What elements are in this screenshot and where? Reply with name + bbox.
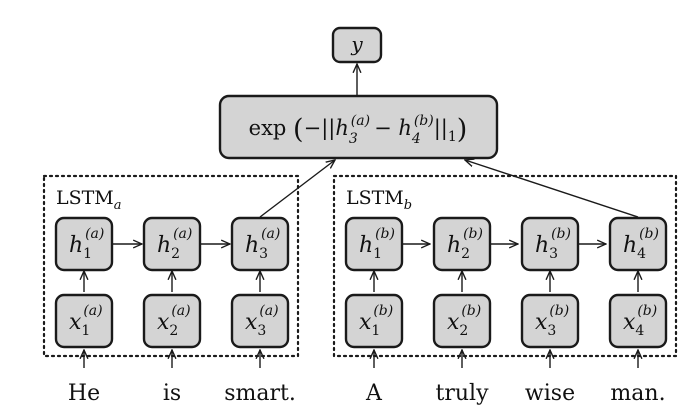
hidden-node-a-3-label: h3(a): [245, 226, 280, 262]
similarity-node: [218, 94, 499, 160]
input-node-a-2-label: x2(a): [157, 303, 191, 339]
hidden-node-a-2-label: h2(a): [157, 226, 192, 262]
word-b-1: A: [365, 381, 383, 406]
lstm-b-frame: [332, 174, 678, 358]
hidden-node-b-3-label: h3(b): [535, 226, 571, 262]
input-node-a-2: x2(a): [142, 293, 202, 349]
hidden-node-b-4-label: h4(b): [623, 226, 659, 262]
hidden-node-b-1-box: [344, 216, 404, 272]
hidden-node-a-1: h1(a): [54, 216, 114, 272]
hidden-node-a-1-box: [54, 216, 114, 272]
hidden-node-b-4: h4(b): [608, 216, 668, 272]
output-node: [331, 26, 383, 64]
input-node-a-2-box: [142, 293, 202, 349]
input-node-b-4-box: [608, 293, 668, 349]
word-a-2: is: [163, 381, 181, 406]
hidden-node-b-2-box: [432, 216, 492, 272]
hidden-node-a-1-label: h1(a): [69, 226, 104, 262]
input-node-b-3-label: x3(b): [535, 303, 569, 339]
input-node-b-1-label: x1(b): [359, 303, 393, 339]
arrow-b-h4-similarity: [465, 160, 639, 218]
hidden-node-a-2: h2(a): [142, 216, 202, 272]
hidden-node-b-3-box: [520, 216, 580, 272]
input-node-a-3-label: x3(a): [245, 303, 279, 339]
input-node-a-1-label: x1(a): [69, 303, 103, 339]
word-b-4: man.: [610, 381, 665, 406]
hidden-node-b-4-box: [608, 216, 668, 272]
input-node-b-2-label: x2(b): [447, 303, 481, 339]
hidden-node-b-1: h1(b): [344, 216, 404, 272]
hidden-node-a-3: h3(a): [230, 216, 290, 272]
input-node-a-1: x1(a): [54, 293, 114, 349]
hidden-node-b-2: h2(b): [432, 216, 492, 272]
word-a-3: smart.: [224, 381, 296, 406]
input-node-b-1-box: [344, 293, 404, 349]
input-node-a-3: x3(a): [230, 293, 290, 349]
hidden-node-a-2-box: [142, 216, 202, 272]
hidden-node-b-3: h3(b): [520, 216, 580, 272]
word-b-3: wise: [525, 381, 575, 406]
input-node-a-3-box: [230, 293, 290, 349]
input-node-b-1: x1(b): [344, 293, 404, 349]
edges: [84, 160, 638, 368]
nodes: h1(a) x1(a) He h2(a) x2(a) is h3(a) x3(a) smart.…: [54, 216, 668, 406]
word-b-2: truly: [436, 381, 490, 406]
hidden-node-b-1-label: h1(b): [359, 226, 395, 262]
input-node-a-1-box: [54, 293, 114, 349]
hidden-node-a-3-box: [230, 216, 290, 272]
input-node-b-3: x3(b): [520, 293, 580, 349]
input-node-b-2: x2(b): [432, 293, 492, 349]
input-node-b-3-box: [520, 293, 580, 349]
arrow-a-h3-similarity: [259, 160, 335, 218]
word-a-1: He: [68, 381, 100, 406]
lstm-b-label: LSTMb: [346, 187, 412, 213]
input-node-b-4-label: x4(b): [623, 303, 657, 339]
input-node-b-4: x4(b): [608, 293, 668, 349]
hidden-node-b-2-label: h2(b): [447, 226, 483, 262]
similarity-formula: exp (−||h3(a)− h4(b)||1): [249, 113, 468, 147]
lstm-a-label: LSTMa: [56, 187, 122, 213]
output-label: y: [350, 32, 363, 56]
input-node-b-2-box: [432, 293, 492, 349]
